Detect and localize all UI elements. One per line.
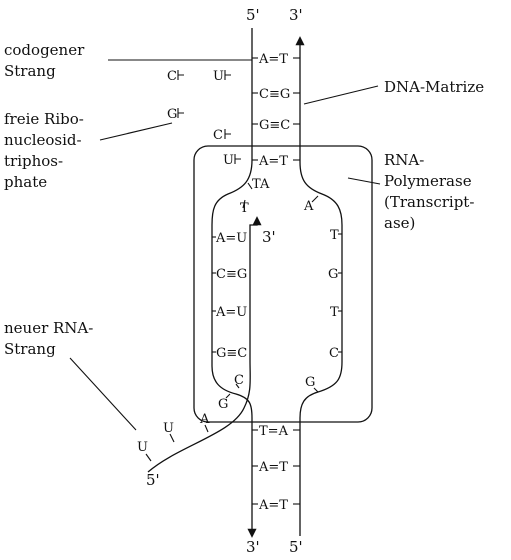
top-pair-4: A=T xyxy=(258,154,288,169)
right-base-G2: G xyxy=(305,375,315,390)
bottom-right-5prime: 5' xyxy=(289,538,303,556)
polymerase-label-line-4: ase) xyxy=(384,214,415,232)
label-free-nucleotides: freie Ribo- nucleosid- triphos- phate xyxy=(4,110,173,191)
right-base-G1: G xyxy=(328,267,338,282)
label-new-rna-strand: neuer RNA- Strang xyxy=(4,319,137,431)
codogenic-label-line-2: Strang xyxy=(4,62,56,80)
tail-base-A: A xyxy=(199,412,210,427)
free-nucleotide-C2: C xyxy=(213,128,223,143)
right-base-T2: T xyxy=(330,305,339,320)
free-label-line-1: freie Ribo- xyxy=(4,110,84,128)
label-dna-template: DNA-Matrize xyxy=(303,78,484,105)
free-nucleotide-C1: C xyxy=(167,69,177,84)
rna-5prime: 5' xyxy=(146,471,160,489)
rna-tail-bases: A U U 5' 3' xyxy=(137,228,276,489)
bottom-pair-1: T=A xyxy=(259,424,289,439)
left-base-T: T xyxy=(252,177,261,192)
top-pair-1: A=T xyxy=(258,52,288,67)
dna-template-label: DNA-Matrize xyxy=(384,78,484,96)
bottom-pair-3: A=T xyxy=(258,498,288,513)
codogenic-strand xyxy=(211,28,257,538)
left-base-C: C xyxy=(234,373,244,388)
polymerase-label-line-3: (Transcript- xyxy=(384,193,474,211)
right-base-A1: A xyxy=(259,177,270,192)
hybrid-pair-1: A=U xyxy=(215,231,247,246)
rna-3prime: 3' xyxy=(262,228,276,246)
right-bubble-bases: A A T G T C G xyxy=(259,177,342,393)
top-left-5prime: 5' xyxy=(246,6,260,24)
free-nucleotides: C U G C U xyxy=(167,69,241,168)
hybrid-pair-3: A=U xyxy=(215,305,247,320)
left-base-G: G xyxy=(218,397,228,412)
free-nucleotide-U2: U xyxy=(223,153,234,168)
free-nucleotide-G1: G xyxy=(167,107,177,122)
hybrid-pair-2: C≡G xyxy=(216,267,247,282)
tail-base-U2: U xyxy=(137,440,148,455)
hybrid-pair-4: G≡C xyxy=(216,346,247,361)
right-base-T1: T xyxy=(330,228,339,243)
new-rna-label-line-2: Strang xyxy=(4,340,56,358)
right-base-C: C xyxy=(329,346,339,361)
bottom-base-pairs: T=A A=T A=T xyxy=(252,424,300,513)
label-codogenic-strand: codogener Strang xyxy=(4,41,252,80)
free-label-line-2: nucleosid- xyxy=(4,131,82,149)
hybrid-base-pairs: A=U C≡G A=U G≡C xyxy=(212,231,247,361)
bottom-left-3prime: 3' xyxy=(246,538,260,556)
rna-strand xyxy=(147,216,262,473)
right-base-A2: A xyxy=(303,199,314,214)
free-label-line-3: triphos- xyxy=(4,152,63,170)
polymerase-label-line-1: RNA- xyxy=(384,151,424,169)
codogenic-label-line-1: codogener xyxy=(4,41,85,59)
left-bubble-bases: T T C G xyxy=(218,177,261,412)
polymerase-label-line-2: Polymerase xyxy=(384,172,472,190)
bottom-pair-2: A=T xyxy=(258,460,288,475)
top-pair-3: G≡C xyxy=(259,118,290,133)
label-rna-polymerase: RNA- Polymerase (Transcript- ase) xyxy=(347,151,474,232)
tail-base-U1: U xyxy=(163,421,174,436)
free-nucleotide-U1: U xyxy=(213,69,224,84)
free-label-line-4: phate xyxy=(4,173,47,191)
top-right-3prime: 3' xyxy=(289,6,303,24)
top-pair-2: C≡G xyxy=(259,87,290,102)
top-base-pairs: A=T C≡G G≡C A=T xyxy=(252,52,300,169)
template-strand xyxy=(295,36,343,536)
new-rna-label-line-1: neuer RNA- xyxy=(4,319,93,337)
left-base-T2: T xyxy=(240,201,249,216)
rna-polymerase-box xyxy=(193,145,373,423)
